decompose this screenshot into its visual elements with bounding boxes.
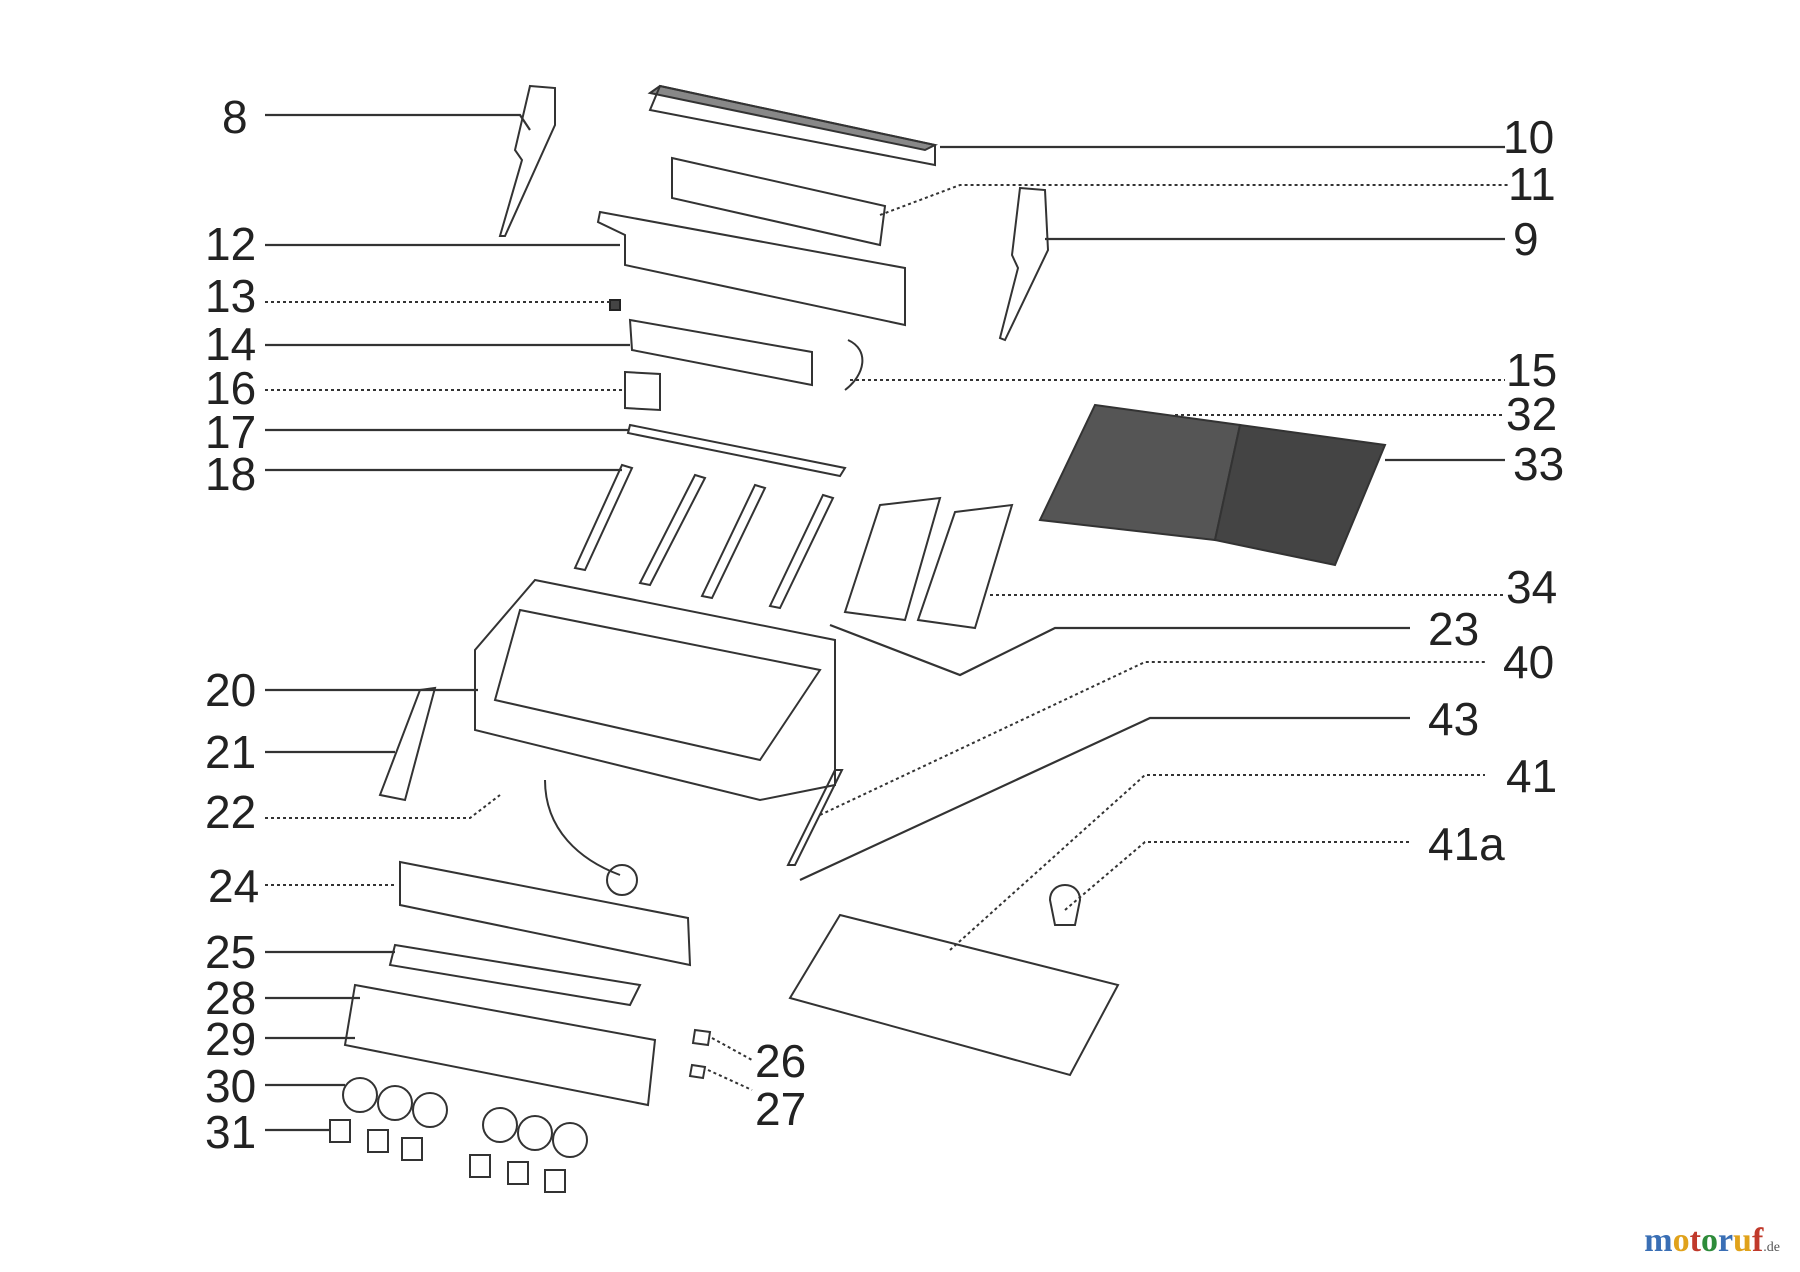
part-26-27-igniter-button	[688, 1028, 712, 1080]
label-9: 9	[1513, 213, 1539, 265]
label-10: 10	[1503, 111, 1554, 163]
logo-letter: o	[1700, 1222, 1718, 1259]
label-15: 15	[1506, 344, 1557, 396]
part-20-firebox-inner	[493, 608, 822, 762]
logo-letter: t	[1689, 1222, 1701, 1259]
label-41a: 41a	[1428, 818, 1505, 870]
part-number-labels: 8 10 11 9 12 13 14 15 16 32 17 33 18 34 …	[205, 91, 1564, 1158]
label-12: 12	[205, 218, 256, 270]
label-23: 23	[1428, 603, 1479, 655]
logo-suffix: .de	[1763, 1240, 1780, 1255]
label-22: 22	[205, 786, 256, 838]
part-34-flavor-bars	[843, 496, 1014, 630]
part-24-manifold-panel	[399, 860, 692, 967]
part-28-control-panel	[343, 983, 657, 1107]
logo-letter: u	[1733, 1222, 1752, 1259]
part-33-griddle	[1213, 423, 1387, 567]
label-41: 41	[1506, 750, 1557, 802]
label-18: 18	[205, 448, 256, 500]
label-34: 34	[1506, 561, 1557, 613]
part-25-valves	[388, 943, 642, 1007]
label-30: 30	[205, 1060, 256, 1112]
label-25: 25	[205, 926, 256, 978]
label-32: 32	[1506, 388, 1557, 440]
label-17: 17	[205, 406, 256, 458]
part-11-heat-shield	[671, 156, 887, 247]
label-43: 43	[1428, 693, 1479, 745]
parts-illustration	[329, 84, 1387, 1193]
part-16-igniter	[624, 370, 661, 412]
part-8-side-bracket	[498, 84, 556, 237]
part-43-gas-hose	[544, 779, 621, 876]
label-28: 28	[205, 972, 256, 1024]
part-17-flame-tamers	[626, 423, 847, 478]
part-18-burner-tube-4	[768, 493, 835, 610]
part-40-strip	[786, 769, 844, 866]
motoruf-logo: motoruf.de	[1644, 1222, 1780, 1260]
label-24: 24	[208, 860, 259, 912]
label-40: 40	[1503, 636, 1554, 688]
part-14-rear-burner	[628, 318, 813, 387]
label-21: 21	[205, 726, 256, 778]
part-18-burner-tube	[573, 463, 634, 572]
part-32-grill-grate	[1038, 403, 1242, 542]
label-11: 11	[1508, 158, 1556, 210]
part-41a-grease-cup	[1048, 884, 1082, 926]
label-29: 29	[205, 1013, 256, 1065]
label-16: 16	[205, 362, 256, 414]
logo-letter: r	[1717, 1222, 1734, 1259]
logo-letter: f	[1751, 1222, 1764, 1259]
part-18-burner-tube-2	[638, 473, 707, 587]
label-31: 31	[205, 1106, 256, 1158]
leader-lines	[265, 113, 1510, 1132]
part-21-side-shelf-strip	[378, 686, 437, 802]
part-30-bezels	[342, 1077, 588, 1158]
part-20-firebox	[474, 578, 836, 802]
part-12-back-panel	[596, 210, 906, 327]
part-18-burner-tube-3	[700, 483, 767, 600]
label-27: 27	[755, 1083, 806, 1135]
part-43-regulator	[606, 864, 638, 896]
label-14: 14	[205, 318, 256, 370]
label-26: 26	[755, 1035, 806, 1087]
part-31-knobs	[329, 1119, 566, 1193]
label-8: 8	[222, 91, 248, 143]
part-9-side-bracket	[998, 186, 1050, 342]
part-15-igniter-wire	[844, 339, 864, 391]
label-20: 20	[205, 664, 256, 716]
logo-letter: o	[1672, 1222, 1690, 1259]
part-13-screw	[609, 299, 621, 311]
label-13: 13	[205, 270, 256, 322]
logo-letter: m	[1644, 1222, 1673, 1259]
label-33: 33	[1513, 438, 1564, 490]
part-41-drip-tray	[788, 913, 1120, 1077]
part-10-rack-top	[648, 84, 936, 167]
